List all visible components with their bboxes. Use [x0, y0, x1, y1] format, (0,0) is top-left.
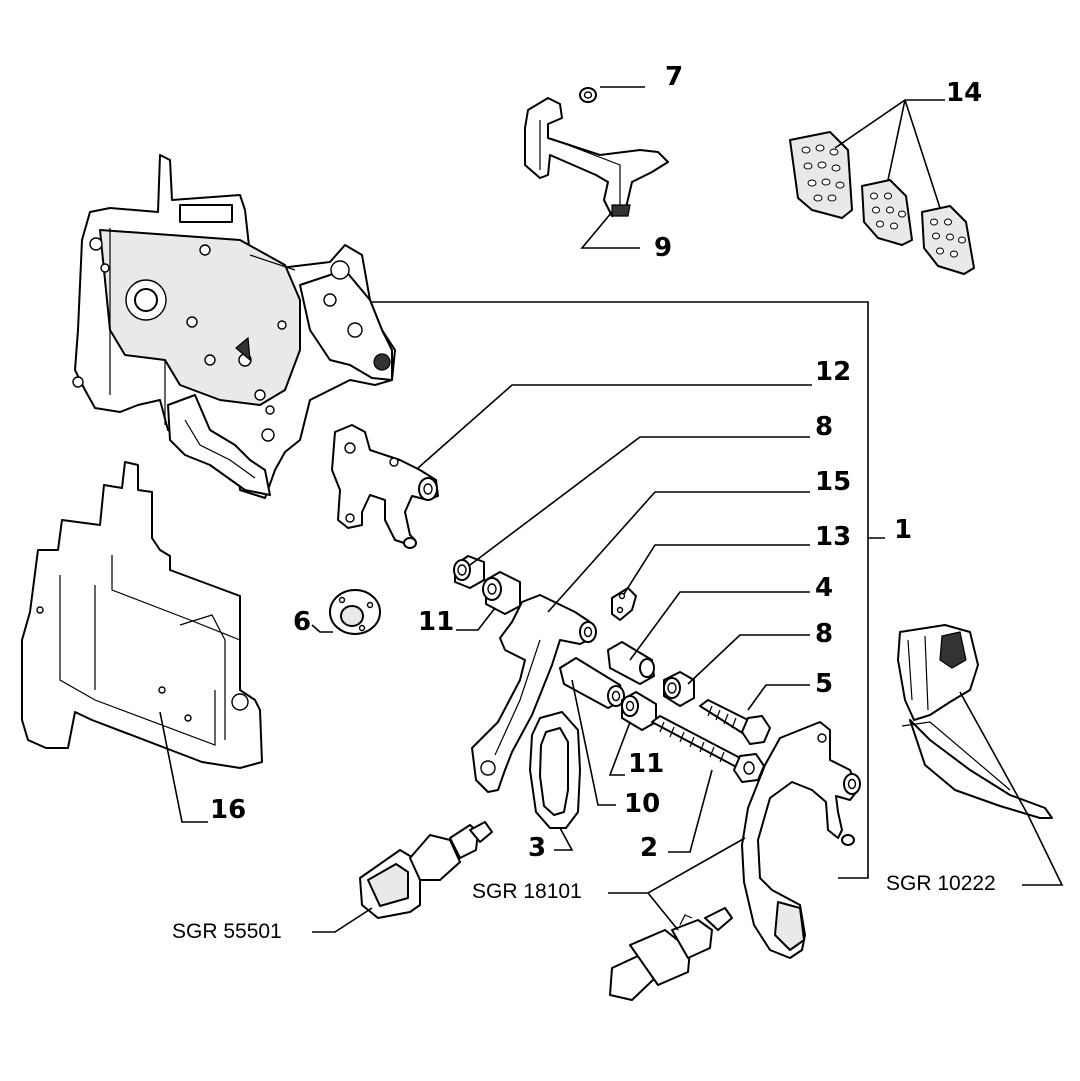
callout-12: 12	[815, 357, 851, 387]
callout-13: 13	[815, 522, 851, 552]
part-12-shaft	[331, 424, 439, 549]
part-6-bumper	[329, 589, 381, 635]
callout-6: 6	[293, 607, 311, 637]
part-9-bracket	[524, 97, 669, 217]
callout-5: 5	[815, 669, 833, 699]
part-5-bolt	[699, 699, 771, 745]
callout-3: 3	[528, 833, 546, 863]
leader-lines	[159, 86, 1064, 933]
accelerator-pedal	[897, 624, 1053, 819]
callout-4: 4	[815, 573, 833, 603]
part-11-bushing-upper	[482, 571, 521, 615]
part-14-pedal-pads	[789, 131, 975, 275]
callout-2: 2	[640, 833, 658, 863]
part-8-bushing-upper	[453, 555, 485, 589]
callout-10: 10	[624, 789, 660, 819]
pedal-box-bracket	[72, 154, 396, 499]
part-8-bushing-lower	[663, 671, 695, 707]
callout-8-upper: 8	[815, 412, 833, 442]
callout-14: 14	[946, 78, 982, 108]
part-16-shield	[21, 461, 263, 769]
part-15-lever-arm	[471, 594, 597, 793]
part-11-bushing-lower	[621, 691, 657, 731]
callout-11-upper: 11	[418, 607, 454, 637]
brake-light-switch-right	[609, 907, 733, 1001]
part-4-spacer	[607, 641, 655, 685]
ref-sgr-55501: SGR 55501	[172, 920, 282, 943]
callout-8-lower: 8	[815, 619, 833, 649]
ref-sgr-10222: SGR 10222	[886, 872, 996, 895]
brake-light-switch-left	[359, 821, 493, 919]
callout-1: 1	[894, 515, 912, 545]
callout-15: 15	[815, 467, 851, 497]
part-3-gasket	[529, 711, 581, 829]
part-7-nut	[579, 87, 597, 103]
callout-9: 9	[654, 233, 672, 263]
callout-7: 7	[665, 62, 683, 92]
ref-sgr-18101: SGR 18101	[472, 880, 582, 903]
brake-pedal	[741, 721, 861, 959]
callout-16: 16	[210, 795, 246, 825]
callout-11-lower: 11	[628, 749, 664, 779]
